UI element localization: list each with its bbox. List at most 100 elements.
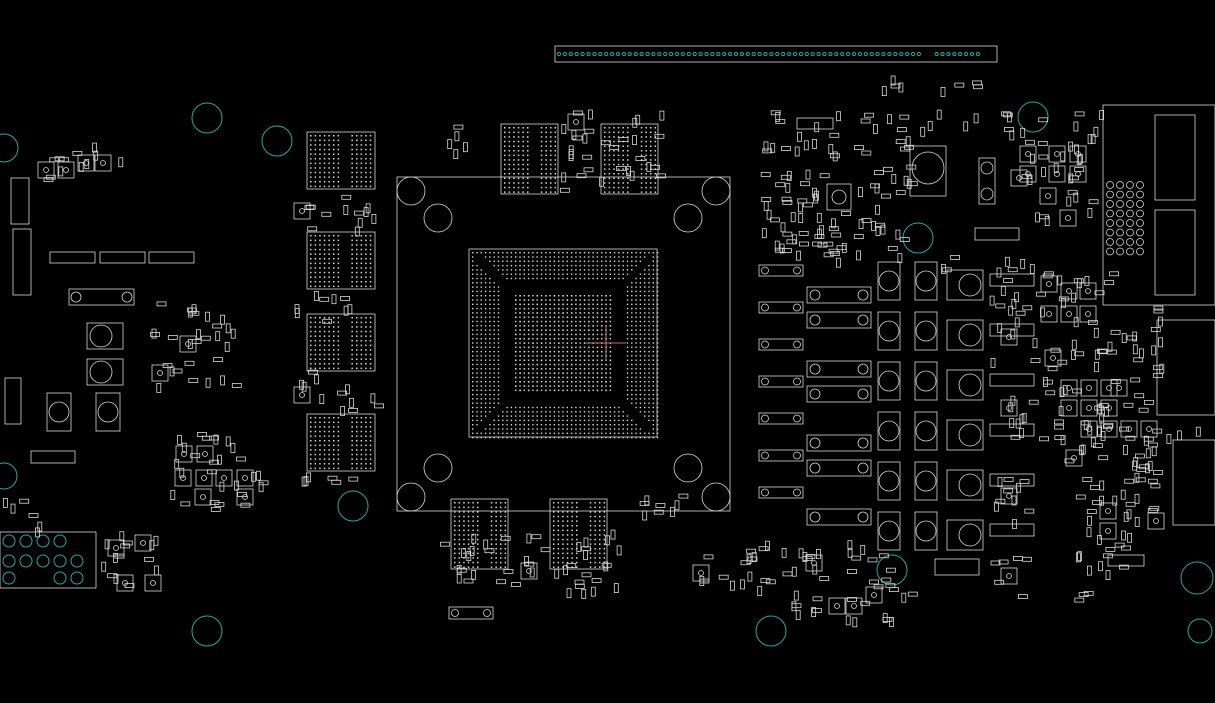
mounting-hole [755,615,787,647]
smd-passive [828,226,839,232]
smd-passive [632,117,638,128]
pin-pad [337,258,340,260]
pin-pad [497,325,500,327]
ic-small-outline [1048,165,1066,183]
pin-pad [562,436,564,439]
pin-pad [639,355,642,357]
pin-pad [510,428,513,430]
smd-passive [1119,564,1129,570]
smd-passive [357,217,363,228]
smd-passive [10,503,16,514]
pin-pad [656,286,659,288]
pin-pad [323,353,326,356]
pin-pad [356,417,358,419]
pin-pad [648,359,650,361]
pin-pad [536,325,538,327]
capacitor-outline [877,361,901,401]
pin-pad [588,415,590,417]
pin-pad [527,260,530,262]
pin-pad [617,150,620,152]
pin-pad [484,307,487,310]
pin-pad [609,346,611,348]
pin-pad [592,363,594,366]
header-pin [70,554,84,568]
pin-pad [360,276,363,278]
pin-pad [328,139,330,142]
pin-pad [360,367,363,370]
pin-pad [558,346,560,348]
pin-pad [583,419,586,422]
pin-pad [536,424,538,426]
pin-pad [652,368,654,370]
pin-pad [510,273,513,275]
pin-pad [583,325,586,327]
smd-passive [670,507,675,517]
pad-ring [871,592,877,598]
pad-ring [451,609,459,617]
pin-pad [570,368,573,370]
pin-pad [549,264,551,267]
pin-pad [328,253,330,255]
pin-pad [510,424,513,426]
pin-pad [644,393,646,396]
pad-ring [698,570,704,576]
pin-pad [328,271,330,274]
pin-pad [495,525,497,527]
pin-pad [527,173,529,175]
pin-pad [575,368,577,370]
pin-pad [549,329,551,331]
pin-pad [351,162,353,165]
pin-pad [588,376,590,379]
pin-pad [603,538,606,541]
pin-pad [549,368,551,370]
pin-pad [314,253,317,255]
pin-pad [490,529,493,532]
pin-pad [523,381,525,383]
pin-pad [594,561,596,564]
pin-pad [480,355,482,357]
pin-pad [472,269,474,271]
pin-pad [337,162,340,165]
pin-pad [575,269,577,271]
pad-ring [809,363,821,375]
pin-pad [489,256,491,258]
pin-pad [319,262,321,265]
pin-pad [351,421,353,424]
smd-passive [1080,444,1086,455]
ic-small-outline [37,161,55,179]
pin-pad [310,358,312,360]
pin-pad [605,372,607,374]
pin-pad [601,350,603,353]
pin-pad [566,342,569,344]
smd-passive [1158,316,1163,327]
smd-passive [347,304,353,315]
pin-pad [596,411,599,413]
pin-pad [656,359,659,361]
pin-pad [599,566,601,568]
pin-pad [489,290,491,293]
pin-pad [609,329,611,331]
pin-pad [579,406,581,409]
pin-pad [328,153,330,155]
pin-pad [603,515,606,518]
pin-pad [337,367,340,370]
pin-pad [592,338,594,340]
pin-pad [365,440,367,442]
pin-pad [601,355,603,357]
pin-pad [497,398,500,400]
pin-pad [652,393,654,396]
pin-pad [467,515,470,518]
pin-pad [310,444,312,447]
pin-pad [622,127,624,129]
pin-pad [562,534,564,536]
smd-passive [101,561,107,572]
pin-pad [553,424,556,426]
pin-pad [532,424,534,426]
pin-pad [566,273,568,275]
pin-pad [323,321,326,324]
pin-pad [654,186,657,189]
pin-pad [639,398,642,400]
pin-pad [656,307,659,310]
pin-pad [515,307,517,310]
